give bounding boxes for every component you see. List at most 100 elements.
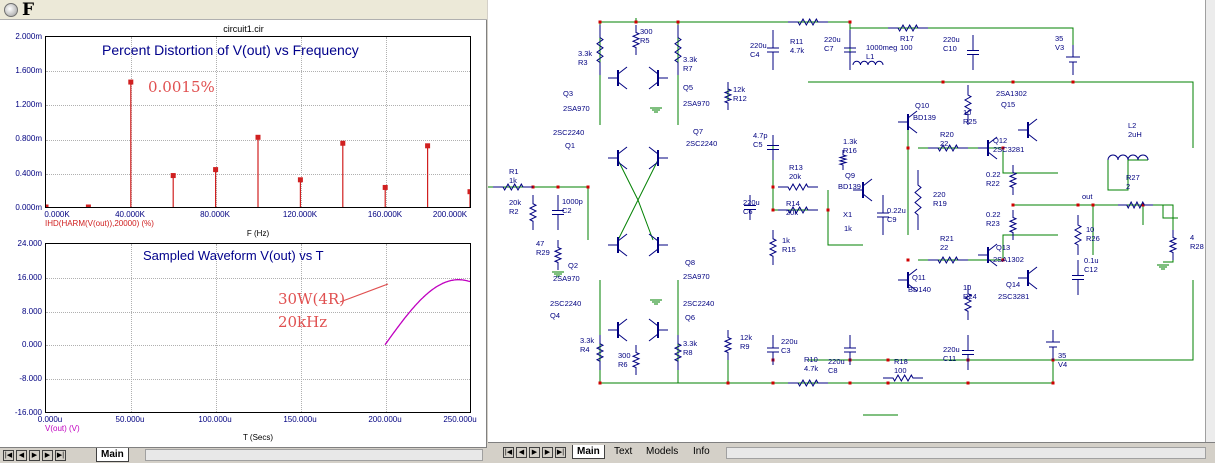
distortion-plot-title: Percent Distortion of V(out) vs Frequenc… xyxy=(102,42,359,58)
distortion-plot[interactable] xyxy=(45,36,471,208)
schematic-play-button[interactable]: ▶ xyxy=(542,447,553,458)
label-q15: Q15 xyxy=(1001,100,1015,109)
value-c7: 220u xyxy=(824,35,841,44)
label-c9: C9 xyxy=(887,215,897,224)
resistor-r13 xyxy=(778,182,818,192)
junction xyxy=(906,258,910,262)
plot1-xtick-0: 0.000K xyxy=(44,210,70,219)
label-c3: C3 xyxy=(781,346,791,355)
value-c10: 220u xyxy=(943,35,960,44)
value-c2: 1000p xyxy=(562,197,583,206)
schematic-first-button[interactable]: |◀ xyxy=(503,447,514,458)
app-icon[interactable] xyxy=(4,3,18,17)
value-c12: 0.1u xyxy=(1084,256,1099,265)
label-q10: Q10 xyxy=(915,101,929,110)
tab-info[interactable]: Info xyxy=(693,446,710,457)
junction xyxy=(1091,203,1095,207)
junction xyxy=(886,358,890,362)
value-q4: 2SC2240 xyxy=(550,299,581,308)
junction xyxy=(771,208,775,212)
waveform-plot[interactable] xyxy=(45,243,471,413)
label-r17: R17 xyxy=(900,34,914,43)
capacitor-c2 xyxy=(552,195,564,230)
tab-schematic-main[interactable]: Main xyxy=(572,445,605,459)
schematic-last-button[interactable]: ▶| xyxy=(555,447,566,458)
label-r1: R1 xyxy=(509,167,519,176)
net-out-label: out xyxy=(1082,192,1093,201)
last-page-button[interactable]: ▶| xyxy=(55,450,66,461)
capacitor-c4 xyxy=(767,30,779,70)
value-r8: 3.3k xyxy=(683,339,697,348)
schematic-horizontal-scrollbar[interactable] xyxy=(726,447,1206,459)
label-r18: R18 xyxy=(894,357,908,366)
schematic-canvas[interactable]: R11k20kR21000pC247R293.3kR3300R53.3kR7Q3… xyxy=(488,0,1215,442)
transistor-q5 xyxy=(648,66,668,90)
resistor-r18 xyxy=(883,373,923,383)
first-page-button[interactable]: |◀ xyxy=(3,450,14,461)
transistor-q4 xyxy=(608,318,628,342)
label-r12: R12 xyxy=(733,94,747,103)
label-c2: C2 xyxy=(562,206,572,215)
junction xyxy=(826,208,830,212)
resistor-r2 xyxy=(528,195,538,230)
value-q11: BD140 xyxy=(908,285,931,294)
plot2-xtick-1: 50.000u xyxy=(115,415,145,424)
label-r28: R28 xyxy=(1190,242,1204,251)
label-r13: R13 xyxy=(789,163,803,172)
value-q1: 2SC2240 xyxy=(553,128,584,137)
wire xyxy=(1163,260,1174,263)
transistor-q9 xyxy=(853,178,873,202)
harmonic-point xyxy=(85,204,91,207)
resistor-r10 xyxy=(788,378,828,388)
label-x1: X1 xyxy=(843,210,852,219)
plot1-ytick-2: 1.200m xyxy=(15,100,42,109)
value-l2: 2uH xyxy=(1128,130,1142,139)
value-c9: 0.22u xyxy=(887,206,906,215)
label-r23: R23 xyxy=(986,219,1000,228)
inductor-l2 xyxy=(1107,154,1149,161)
label-r15: R15 xyxy=(782,245,796,254)
resistor-r15 xyxy=(768,230,778,265)
play-button[interactable]: ▶ xyxy=(42,450,53,461)
label-c8: C8 xyxy=(828,366,838,375)
resistor-r26 xyxy=(1073,215,1083,255)
label-q13: Q13 xyxy=(996,243,1010,252)
tab-models[interactable]: Models xyxy=(646,446,679,457)
value-r13: 20k xyxy=(789,172,801,181)
resistor-r27 xyxy=(1118,200,1153,210)
horizontal-scrollbar[interactable] xyxy=(145,449,483,461)
plot1-legend: IHD(HARM(V(out)),20000) (%) xyxy=(45,219,154,228)
plot2-xtick-3: 150.000u xyxy=(283,415,317,424)
tab-text[interactable]: Text xyxy=(614,446,633,457)
resistor-r7 xyxy=(674,25,682,75)
prev-page-button[interactable]: ◀ xyxy=(16,450,27,461)
circuit-file-name: circuit1.cir xyxy=(223,24,264,34)
plot2-ytick-1: 16.000 xyxy=(17,273,42,282)
value-r5: 300 xyxy=(640,27,653,36)
label-q14: Q14 xyxy=(1006,280,1020,289)
value-r21: 22 xyxy=(940,243,948,252)
next-page-button[interactable]: ▶ xyxy=(29,450,40,461)
value-r26: 10 xyxy=(1086,225,1094,234)
junction xyxy=(586,185,590,189)
harmonic-point xyxy=(425,143,431,149)
value-c8: 220u xyxy=(828,357,845,366)
label-q11: Q11 xyxy=(912,273,926,282)
resistor-r21 xyxy=(928,255,968,265)
value-r12: 12k xyxy=(733,85,745,94)
value-q7: 2SC2240 xyxy=(686,139,717,148)
tab-main[interactable]: Main xyxy=(96,448,129,462)
label-c6: C6 xyxy=(743,207,753,216)
transistor-q12 xyxy=(978,136,998,160)
ground-symbol xyxy=(1157,264,1169,270)
value-q5: 2SA970 xyxy=(683,99,710,108)
label-r5: R5 xyxy=(640,36,650,45)
schematic-next-button[interactable]: ▶ xyxy=(529,447,540,458)
plot2-xlabel: T (Secs) xyxy=(242,433,274,442)
value-q3: 2SA970 xyxy=(563,104,590,113)
schematic-prev-button[interactable]: ◀ xyxy=(516,447,527,458)
plot1-xtick-5: 200.000K xyxy=(432,210,468,219)
plot2-ytick-0: 24.000 xyxy=(17,239,42,248)
vertical-scrollbar[interactable] xyxy=(1205,0,1215,442)
label-r20: R20 xyxy=(940,130,954,139)
